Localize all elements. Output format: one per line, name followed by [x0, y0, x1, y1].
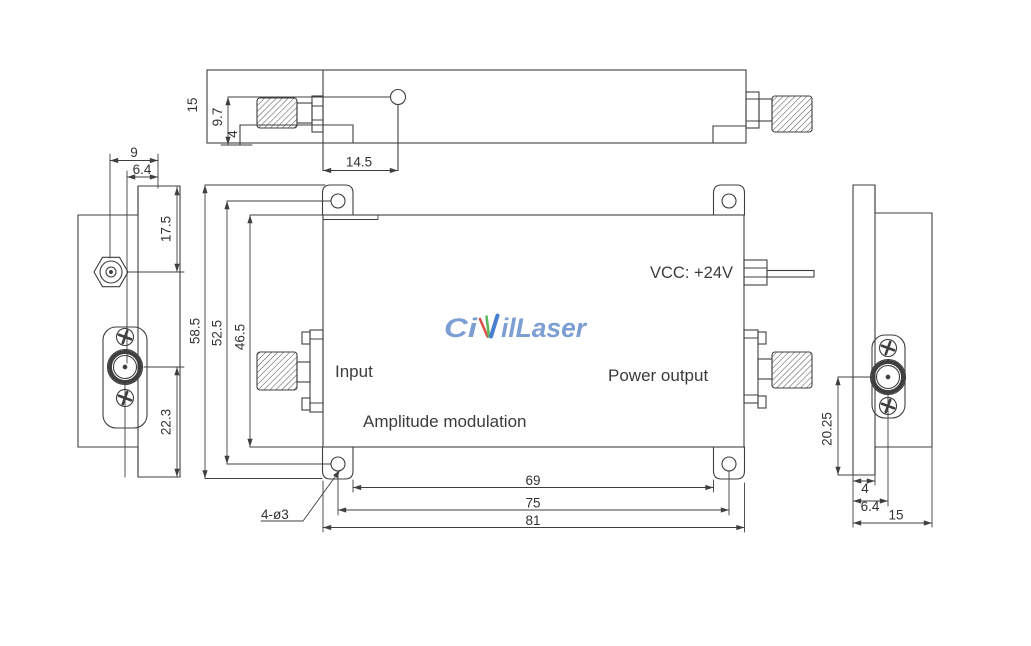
left-view-dimensions	[109, 153, 185, 478]
drawing-texts: 15 9.7 4 14.5 9 6.4 17.5 22.3 58.5 52.5 …	[130, 97, 903, 528]
dim-text-right-15: 15	[888, 508, 903, 523]
knurled-nut	[771, 95, 813, 133]
top-view-mounting-hole	[389, 88, 407, 106]
top-view	[206, 69, 813, 174]
hole-callout-text: 4-ø3	[261, 507, 289, 522]
logo-letter-v	[478, 313, 500, 339]
flange-tab-bottom	[757, 395, 767, 409]
logo-text-suffix: ilLaser	[501, 313, 587, 343]
dim-text-front-81: 81	[525, 513, 540, 528]
mounting-hole-top-right	[721, 193, 737, 209]
connector-flange	[745, 91, 760, 129]
front-view-left-dimensions	[202, 184, 331, 479]
vcc-power-pin	[743, 259, 815, 286]
mounting-hole-bottom-left	[330, 456, 346, 472]
phillips-screw-top	[878, 338, 898, 358]
right-view-profile	[852, 184, 933, 476]
connector-center-dot	[122, 364, 128, 370]
dim-text-top-step: 4	[225, 130, 240, 138]
fiber-connector-flange-left	[102, 326, 148, 429]
knurled-nut	[771, 351, 813, 389]
flange-tab-top	[757, 331, 767, 345]
hex-body	[93, 256, 129, 288]
hole-callout-leader	[260, 469, 341, 522]
top-view-output-connector	[745, 91, 813, 133]
civillaser-logo: Ci ilLaser	[444, 313, 587, 343]
left-side-view	[77, 153, 185, 478]
dim-text-top-hole-distance: 14.5	[346, 155, 372, 170]
dim-text-left-9: 9	[130, 145, 138, 160]
knurled-nut	[256, 97, 298, 129]
knurled-nut	[256, 351, 298, 391]
top-view-left-step	[239, 124, 354, 146]
amplitude-modulation-label: Amplitude modulation	[363, 412, 526, 431]
pin-block	[743, 259, 768, 286]
front-input-connector	[256, 329, 324, 413]
connector-center-dot	[885, 374, 891, 380]
dim-text-top-connector-offset: 9.7	[210, 108, 225, 127]
connector-stem	[296, 102, 313, 124]
front-view	[202, 184, 815, 533]
dim-text-left-17-5: 17.5	[159, 216, 174, 242]
callout-leader-line	[302, 469, 341, 522]
dim-text-front-58-5: 58.5	[188, 318, 203, 344]
hex-inner-circle	[105, 266, 117, 278]
phillips-screw-top	[115, 327, 135, 347]
connector-stem	[296, 361, 311, 383]
knurled-ring-outer	[106, 348, 144, 386]
mounting-hole-bottom-right	[721, 456, 737, 472]
hex-center-dot	[109, 270, 113, 274]
connector-stem	[758, 98, 773, 122]
power-output-label: Power output	[608, 366, 708, 385]
hex-outer-circle	[99, 260, 123, 284]
input-label: Input	[335, 362, 373, 381]
dim-text-left-6-4: 6.4	[133, 162, 152, 177]
vcc-label: VCC: +24V	[650, 264, 733, 282]
flange-tab-top	[301, 331, 311, 345]
knurled-ring	[871, 360, 905, 394]
right-view-dimensions	[835, 376, 933, 528]
dim-text-left-22-3: 22.3	[159, 409, 174, 435]
top-view-right-step	[712, 125, 747, 144]
knurled-ring	[108, 350, 142, 384]
connector-flange	[309, 329, 324, 413]
dim-text-front-69: 69	[525, 473, 540, 488]
dim-text-right-4: 4	[861, 481, 869, 496]
dim-text-top-height: 15	[185, 97, 200, 112]
ear-top-left	[321, 184, 354, 216]
front-view-bottom-dimensions	[322, 470, 745, 533]
small-hex-connector	[93, 256, 129, 288]
dim-text-front-52-5: 52.5	[210, 320, 225, 346]
right-side-view	[835, 184, 933, 528]
pin-wire	[766, 269, 815, 278]
connector-stem	[757, 358, 773, 380]
dim-text-front-75: 75	[525, 496, 540, 511]
mounting-hole-top-left	[330, 193, 346, 209]
connector-flange	[311, 95, 324, 133]
logo-text-prefix: Ci	[444, 313, 478, 343]
top-view-input-connector	[256, 95, 324, 133]
connector-flange	[743, 329, 759, 404]
lid-step-line	[322, 214, 379, 220]
dim-text-front-46-5: 46.5	[233, 324, 248, 350]
top-view-dimensions	[220, 96, 399, 174]
dim-text-right-6-4: 6.4	[861, 499, 880, 514]
front-output-connector	[743, 329, 813, 409]
flange-tab-bottom	[301, 397, 311, 411]
ear-top-right	[712, 184, 746, 216]
dim-text-right-20-25: 20.25	[820, 412, 835, 446]
